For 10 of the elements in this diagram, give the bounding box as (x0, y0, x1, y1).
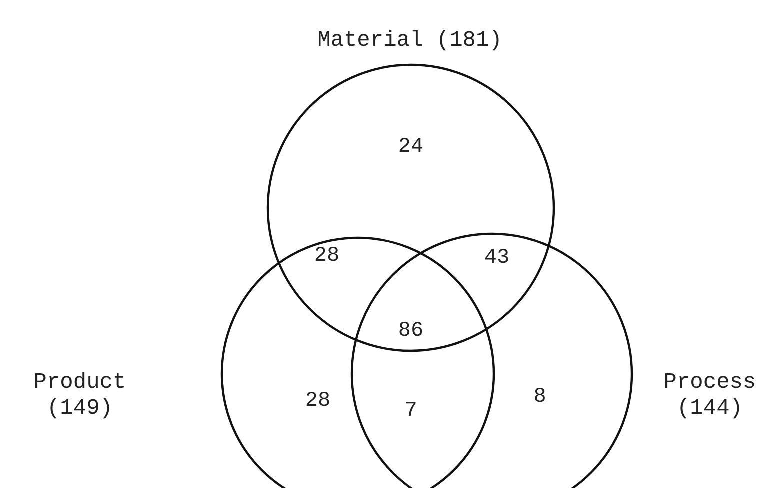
region-count: 8 (534, 386, 546, 410)
region-count: 43 (484, 247, 510, 271)
set-label: Material (181) (316, 28, 504, 54)
region-count: 28 (314, 245, 340, 269)
region-count: 24 (398, 136, 424, 160)
region-count: 7 (404, 400, 418, 424)
region-count: 86 (398, 320, 424, 344)
set-label: Process (144) (662, 370, 758, 422)
region-count: 28 (305, 390, 331, 414)
set-label: Product (149) (32, 370, 128, 422)
